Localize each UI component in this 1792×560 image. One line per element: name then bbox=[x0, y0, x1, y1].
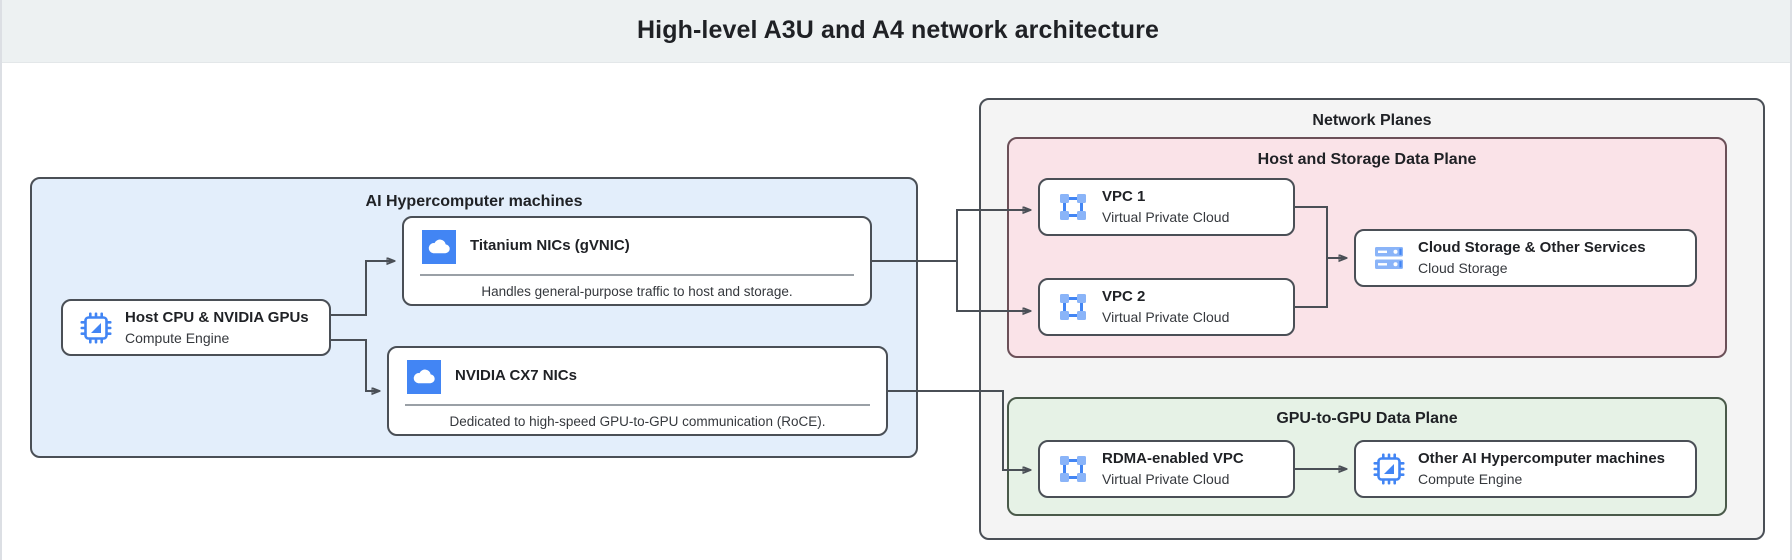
cloud-icon bbox=[422, 230, 456, 264]
card-title: Host CPU & NVIDIA GPUs bbox=[125, 308, 309, 326]
card-vpc-2[interactable]: VPC 2 Virtual Private Cloud bbox=[1038, 278, 1295, 336]
card-other-ai-hypercomputer-machines[interactable]: Other AI Hypercomputer machines Compute … bbox=[1354, 440, 1697, 498]
box-nvidia-cx7-nics-caption: Dedicated to high-speed GPU-to-GPU commu… bbox=[449, 414, 826, 429]
card-vpc-1-text: VPC 1 Virtual Private Cloud bbox=[1102, 187, 1285, 227]
card-subtitle: Cloud Storage bbox=[1418, 260, 1508, 276]
divider bbox=[405, 404, 870, 406]
card-subtitle: Compute Engine bbox=[125, 329, 230, 346]
card-rdma-enabled-vpc-text: RDMA-enabled VPC Virtual Private Cloud bbox=[1102, 449, 1285, 489]
box-titanium-nics[interactable]: Titanium NICs (gVNIC) Handles general-pu… bbox=[402, 216, 872, 306]
box-nvidia-cx7-nics-title: NVIDIA CX7 NICs bbox=[455, 367, 577, 384]
card-rdma-enabled-vpc[interactable]: RDMA-enabled VPC Virtual Private Cloud bbox=[1038, 440, 1295, 498]
box-nvidia-cx7-nics[interactable]: NVIDIA CX7 NICs Dedicated to high-speed … bbox=[387, 346, 888, 436]
ai-hypercomputer-machines-title: AI Hypercomputer machines bbox=[365, 193, 583, 210]
card-title: VPC 1 bbox=[1102, 188, 1146, 205]
card-title: Cloud Storage & Other Services bbox=[1418, 239, 1646, 256]
cloud-icon bbox=[407, 360, 441, 394]
cpu-chip-icon bbox=[1372, 452, 1406, 486]
card-cloud-storage[interactable]: Cloud Storage & Other Services Cloud Sto… bbox=[1354, 229, 1697, 287]
card-host-cpu-gpus[interactable]: Host CPU & NVIDIA GPUs Compute Engine bbox=[61, 299, 331, 356]
host-storage-data-plane-title: Host and Storage Data Plane bbox=[1257, 151, 1477, 168]
card-vpc-2-text: VPC 2 Virtual Private Cloud bbox=[1102, 287, 1285, 327]
cloud-storage-icon bbox=[1372, 241, 1406, 275]
card-subtitle: Virtual Private Cloud bbox=[1102, 471, 1230, 487]
card-title: VPC 2 bbox=[1102, 288, 1146, 305]
card-subtitle: Virtual Private Cloud bbox=[1102, 209, 1230, 225]
card-subtitle: Virtual Private Cloud bbox=[1102, 309, 1230, 325]
divider bbox=[420, 274, 854, 276]
card-other-ai-hypercomputer-machines-text: Other AI Hypercomputer machines Compute … bbox=[1418, 449, 1687, 489]
card-host-cpu-gpus-text: Host CPU & NVIDIA GPUs Compute Engine bbox=[125, 308, 321, 348]
gpu-to-gpu-data-plane-title: GPU-to-GPU Data Plane bbox=[1276, 410, 1458, 427]
card-title: RDMA-enabled VPC bbox=[1102, 450, 1244, 467]
network-planes-title: Network Planes bbox=[1312, 112, 1432, 129]
vpc-icon bbox=[1056, 190, 1090, 224]
card-vpc-1[interactable]: VPC 1 Virtual Private Cloud bbox=[1038, 178, 1295, 236]
cpu-chip-icon bbox=[79, 311, 113, 345]
box-titanium-nics-title: Titanium NICs (gVNIC) bbox=[470, 237, 630, 254]
vpc-icon bbox=[1056, 452, 1090, 486]
page-title: High-level A3U and A4 network architectu… bbox=[637, 16, 1159, 44]
box-titanium-nics-caption: Handles general-purpose traffic to host … bbox=[481, 284, 793, 299]
card-cloud-storage-text: Cloud Storage & Other Services Cloud Sto… bbox=[1418, 238, 1687, 278]
vpc-icon bbox=[1056, 290, 1090, 324]
diagram-header: High-level A3U and A4 network architectu… bbox=[2, 0, 1790, 63]
card-subtitle: Compute Engine bbox=[1418, 471, 1523, 487]
card-title: Other AI Hypercomputer machines bbox=[1418, 450, 1666, 467]
